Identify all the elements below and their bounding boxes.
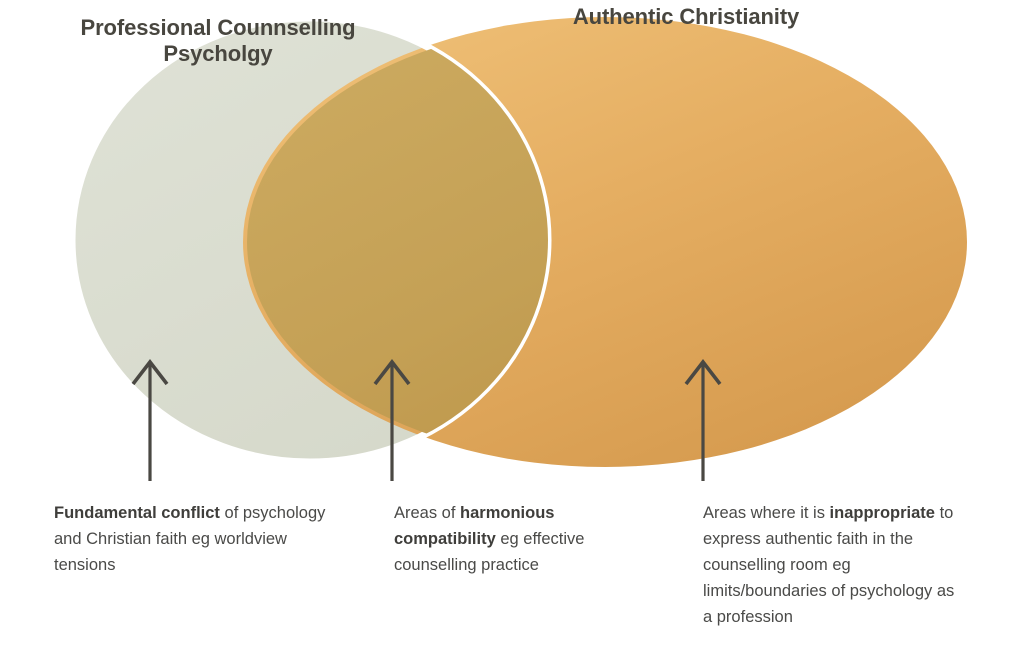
caption-middle-rest: eg effective counselling practice xyxy=(394,530,585,575)
overlap-region xyxy=(247,21,548,462)
caption-left-rest: of psychology and Christian faith eg wor… xyxy=(54,504,326,575)
caption-right: Areas where it is inappropriate to expre… xyxy=(703,500,965,630)
caption-right-bold-phrase: inappropriate xyxy=(829,504,935,522)
arrow-1 xyxy=(131,359,169,481)
set-left-title: Professional Counnselling Psycholgy xyxy=(80,15,356,66)
arrow-3 xyxy=(684,359,722,481)
set-right-title: Authentic Christianity xyxy=(572,4,800,29)
caption-left-bold-lead: Fundamental conflict xyxy=(54,504,220,522)
arrow-2 xyxy=(373,359,411,481)
caption-middle-prefix: Areas of xyxy=(394,504,461,522)
caption-right-rest: to express authentic faith in the counse… xyxy=(703,504,955,627)
caption-left: Fundamental conflict of psychology and C… xyxy=(54,500,329,578)
caption-middle-bold-phrase: harmonious compatibility xyxy=(394,504,555,549)
caption-middle: Areas of harmonious compatibility eg eff… xyxy=(394,500,644,578)
caption-right-prefix: Areas where it is xyxy=(703,504,830,522)
